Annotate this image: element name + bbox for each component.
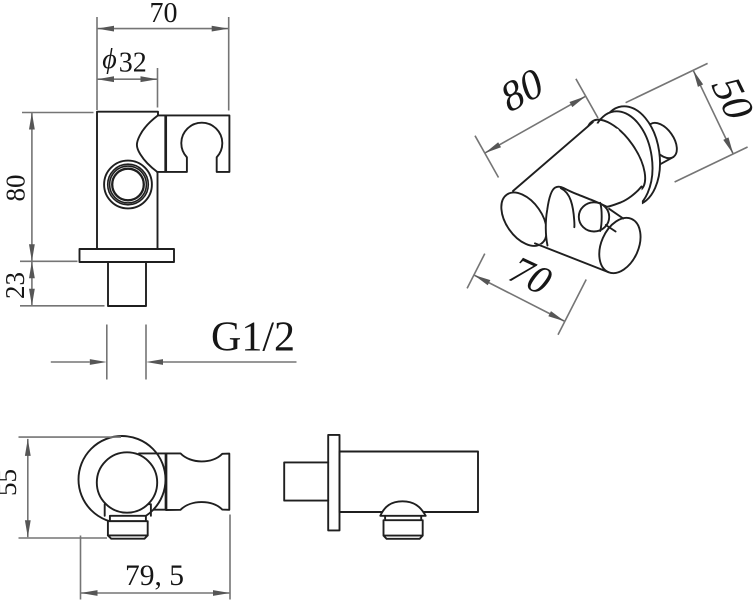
front-outlet-circle-inner [111,167,145,202]
side-wall-plate [327,433,341,532]
front-body-outline [96,110,159,250]
top-width-dimension [79,514,231,600]
iso-cylinder-top-edge [512,121,594,192]
iso-cylinder-fill [513,122,640,244]
iso-length-dimension [474,78,599,178]
dimension-arrow [140,76,158,83]
front-outlet-circles [103,159,153,210]
iso-holder-bottom-edge [534,242,610,274]
dimension-line [625,62,708,104]
dimension-line [474,135,500,178]
dimension-arrow [484,142,502,154]
side-dome [379,500,427,517]
front-width-dimension [96,17,230,111]
iso-slot-mouth [604,207,625,233]
iso-saddle-curve [559,187,576,229]
dimension-arrow [97,25,114,32]
side-collar [384,514,423,522]
iso-depth-dimension [466,253,587,336]
front-holder-outline [156,114,231,173]
dimension-line [484,95,587,154]
iso-slot-inner-edge [599,201,603,232]
iso-knuckle-outline [544,185,608,247]
side-view [283,433,479,540]
top-inner-circle [95,451,159,514]
dimension-line [575,78,599,119]
front-diameter-dimension [97,68,159,108]
top-height-dimension [18,436,121,539]
dimension-arrow [29,261,35,279]
dimension-arrow [29,112,35,130]
dimension-arrow [548,311,565,322]
top-view [77,435,231,540]
iso-cylinder-cap [500,191,548,247]
dimension-arrow [211,25,229,32]
front-view [78,110,231,307]
front-height-dimension [20,111,94,263]
dimension-line [557,279,587,336]
front-diameter-label: ϕ32 [102,44,147,79]
front-thread-label: G1/2 [211,315,295,361]
isometric-view [500,105,678,275]
dimension-line [674,146,748,183]
iso-flange-diameter-label: 50 [700,74,755,123]
front-wall-flange [78,248,175,263]
dimension-arrow [80,590,98,596]
iso-flange-diameter-dimension [625,62,748,183]
dimension-arrow [693,70,704,87]
side-body [338,450,479,513]
iso-depth-label: 70 [499,249,563,302]
dimension-arrow [569,96,586,108]
front-outlet-circle-ring2 [108,165,148,204]
dimension-arrow [24,438,31,456]
iso-cylinder-bottom-edge [606,185,643,208]
front-outlet-circle-ring1 [106,163,150,206]
top-holder-profile [165,452,231,511]
dimension-arrow [473,275,491,286]
top-height-label: 55 [0,469,22,496]
dimension-arrow [146,359,163,365]
dimension-arrow [213,590,230,596]
dimension-arrow [89,359,107,365]
iso-holder-hole [577,201,611,233]
top-width-label: 79, 5 [125,560,184,592]
front-inlet-pipe [107,261,147,307]
dimension-arrow [723,137,734,154]
dimensions-layer [18,17,748,600]
front-outlet-circle-outer [103,159,153,210]
side-left-block [283,461,330,502]
front-width-label: 70 [150,0,178,29]
front-base-height-label: 23 [0,272,30,299]
dimension-line [466,253,486,289]
dimension-arrow [29,288,35,306]
front-thread-dimension [50,324,297,380]
top-nut [106,520,149,537]
dimension-line [473,274,566,323]
dimension-arrow [24,520,31,538]
front-base-height-dimension [20,261,105,307]
front-height-label: 80 [0,175,30,202]
front-cone-profile [135,114,159,173]
dimension-arrow [29,244,35,262]
top-nut-chamfer [106,534,149,540]
side-stub [382,519,424,540]
dimension-arrow [97,76,114,83]
iso-length-label: 80 [497,57,548,123]
